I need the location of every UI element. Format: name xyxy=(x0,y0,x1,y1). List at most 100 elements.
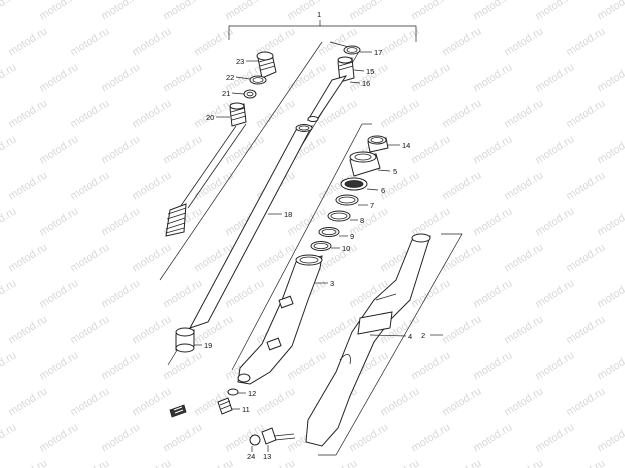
inner-tube xyxy=(188,124,313,329)
watermark-text: motod.ru xyxy=(0,0,18,23)
watermark-text: motod.ru xyxy=(68,241,111,274)
damper-bolt xyxy=(217,397,240,415)
watermark-text: motod.ru xyxy=(471,133,514,166)
watermark-text: motod.ru xyxy=(161,277,204,310)
callout-4: 4 xyxy=(408,332,412,341)
watermark-text: motod.ru xyxy=(68,457,111,468)
watermark-text: motod.ru xyxy=(409,205,452,238)
callout-3: 3 xyxy=(330,279,334,288)
watermark-text: motod.ru xyxy=(409,133,452,166)
callout-22: 22 xyxy=(226,73,234,82)
callout-20: 20 xyxy=(206,113,214,122)
oil-seal xyxy=(349,151,391,177)
watermark-text: motod.ru xyxy=(161,0,204,23)
fork-cap xyxy=(246,51,277,79)
watermark-text: motod.ru xyxy=(285,349,328,382)
callout-18: 18 xyxy=(284,210,292,219)
watermark-text: motod.ru xyxy=(440,457,483,468)
outer-tube-right xyxy=(237,254,328,385)
watermark-text: motod.ru xyxy=(6,313,49,346)
watermark-text: motod.ru xyxy=(440,241,483,274)
watermark-text: motod.ru xyxy=(595,421,625,454)
callout-16: 16 xyxy=(362,79,370,88)
o-ring xyxy=(235,75,267,85)
watermark-text: motod.ru xyxy=(192,169,235,202)
callout-17: 17 xyxy=(374,48,382,57)
axle-bolt xyxy=(261,427,296,452)
watermark-text: motod.ru xyxy=(440,169,483,202)
watermark-text: motod.ru xyxy=(6,385,49,418)
watermark-text: motod.ru xyxy=(378,25,421,58)
watermark-text: motod.ru xyxy=(564,169,607,202)
watermark-text: motod.ru xyxy=(409,349,452,382)
watermark-text: motod.ru xyxy=(0,61,18,94)
watermark-text: motod.ru xyxy=(68,385,111,418)
watermark-text: motod.ru xyxy=(161,133,204,166)
watermark-text: motod.ru xyxy=(502,241,545,274)
watermark-text: motod.ru xyxy=(564,97,607,130)
watermark-text: motod.ru xyxy=(161,349,204,382)
watermark-text: motod.ru xyxy=(37,421,80,454)
watermark-text: motod.ru xyxy=(6,241,49,274)
watermark-text: motod.ru xyxy=(130,97,173,130)
watermark-text: motod.ru xyxy=(223,277,266,310)
watermark-text: motod.ru xyxy=(68,313,111,346)
watermark-text: motod.ru xyxy=(440,313,483,346)
callout-19: 19 xyxy=(204,341,212,350)
spring-washer xyxy=(231,89,257,99)
watermark-text: motod.ru xyxy=(595,61,625,94)
watermark-text: motod.ru xyxy=(378,457,421,468)
watermark-text: motod.ru xyxy=(285,0,328,23)
slide-bushing xyxy=(310,241,340,251)
watermark-text: motod.ru xyxy=(533,61,576,94)
watermark-text: motod.ru xyxy=(471,277,514,310)
watermark-text: motod.ru xyxy=(471,0,514,23)
watermark-text: motod.ru xyxy=(564,385,607,418)
watermark-text: motod.ru xyxy=(564,313,607,346)
watermark-text: motod.ru xyxy=(533,349,576,382)
watermark-text: motod.ru xyxy=(130,25,173,58)
callout-14: 14 xyxy=(402,141,410,150)
callout-labels: 23 22 21 20 17 15 16 14 5 6 7 8 9 10 18 … xyxy=(204,48,425,461)
watermark-text: motod.ru xyxy=(0,277,18,310)
watermark-text: motod.ru xyxy=(0,133,18,166)
watermark-text: motod.ru xyxy=(254,385,297,418)
watermark-text: motod.ru xyxy=(409,61,452,94)
watermark-text: motod.ru xyxy=(192,457,235,468)
watermark-text: motod.ru xyxy=(37,205,80,238)
callout-21: 21 xyxy=(222,89,230,98)
damper-outline xyxy=(231,123,372,371)
watermark-text: motod.ru xyxy=(0,421,18,454)
watermark-text: motod.ru xyxy=(130,169,173,202)
watermark-text: motod.ru xyxy=(502,169,545,202)
watermark-text: motod.ru xyxy=(502,457,545,468)
watermark-text: motod.ru xyxy=(409,421,452,454)
outer-tube-left xyxy=(305,233,443,447)
watermark-text: motod.ru xyxy=(502,385,545,418)
watermark-text: motod.ru xyxy=(378,385,421,418)
watermark-text: motod.ru xyxy=(595,0,625,23)
watermark-text: motod.ru xyxy=(99,349,142,382)
watermark-text: motod.ru xyxy=(254,97,297,130)
callout-2: 2 xyxy=(421,331,425,340)
outer-tube-outline xyxy=(318,233,463,456)
watermark-text: motod.ru xyxy=(564,457,607,468)
drain-washer xyxy=(227,388,246,396)
callout-23: 23 xyxy=(236,57,244,66)
stop-ring xyxy=(335,194,368,206)
watermark-text: motod.ru xyxy=(409,0,452,23)
watermark-text: motod.ru xyxy=(502,97,545,130)
watermark-text: motod.ru xyxy=(99,133,142,166)
callout-6: 6 xyxy=(381,186,385,195)
watermark-text: motod.ru xyxy=(0,349,18,382)
watermark-text: motod.ru xyxy=(533,0,576,23)
watermark-text: motod.ru xyxy=(564,25,607,58)
watermark-text: motod.ru xyxy=(161,421,204,454)
watermark-text: motod.ru xyxy=(37,61,80,94)
tube-bushing xyxy=(175,327,202,353)
watermark-text: motod.ru xyxy=(347,421,390,454)
watermark-text: motod.ru xyxy=(37,133,80,166)
watermark-text: motod.ru xyxy=(99,421,142,454)
